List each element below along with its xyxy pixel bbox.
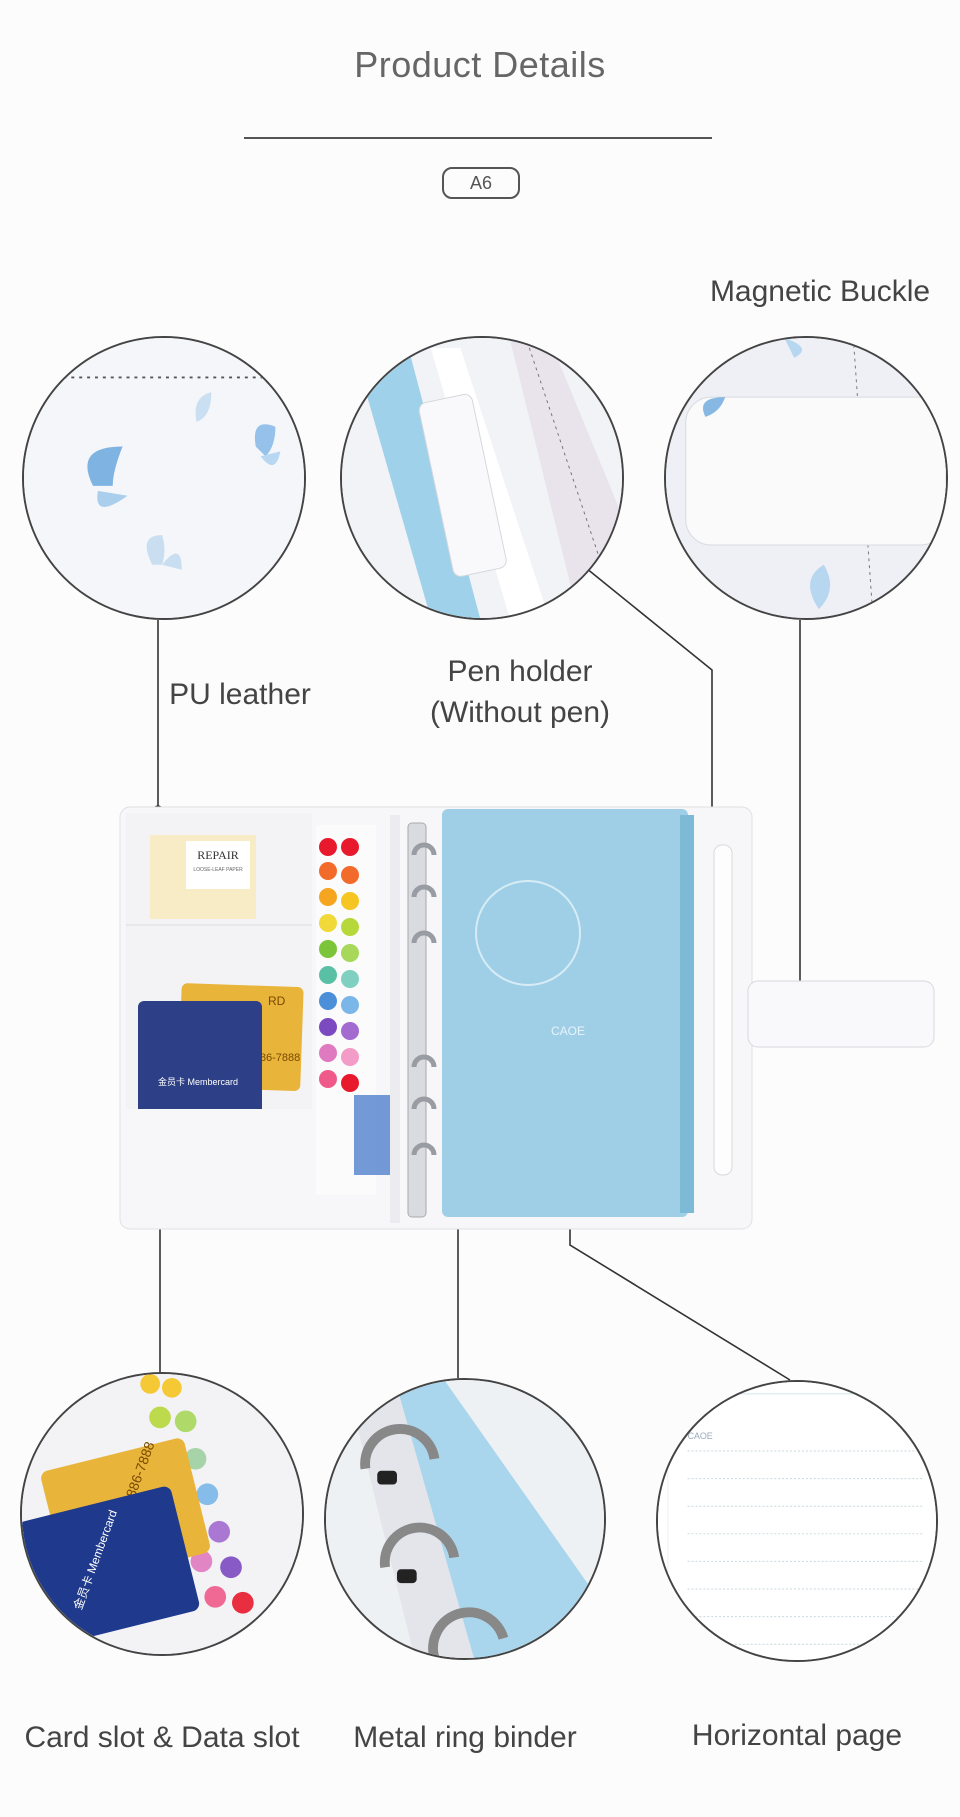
heart-stickers <box>319 838 359 1092</box>
detail-pu-leather <box>22 336 306 620</box>
label-horizontal-page: Horizontal page <box>691 1719 903 1752</box>
label-card-slot: Card slot & Data slot <box>24 1721 300 1754</box>
label-pu-leather: PU leather <box>169 678 311 711</box>
pen-holder-image <box>342 338 622 618</box>
metal-rings <box>411 842 437 1156</box>
buckle-strap <box>747 980 935 1048</box>
repair-sub-label: LOOSE-LEAF PAPER <box>193 867 243 873</box>
detail-pen-holder <box>340 336 624 620</box>
label-pen-holder-line2: (Without pen) <box>429 695 611 729</box>
notebook-brand: CAOE <box>551 1024 585 1038</box>
blue-card-text: 金员卡 Membercard <box>158 1076 238 1087</box>
title-divider <box>244 137 712 139</box>
blue-card <box>138 1001 262 1117</box>
notebook-cover <box>442 809 688 1217</box>
gold-card-text: RD <box>268 994 286 1008</box>
ring-binder-image <box>326 1380 604 1658</box>
horizontal-page-image: CAOE <box>658 1382 936 1660</box>
label-pen-holder: Pen holder (Without pen) <box>400 652 640 733</box>
label-magnetic-buckle: Magnetic Buckle <box>709 275 931 308</box>
page-title: Product Details <box>354 44 606 85</box>
size-badge: A6 <box>442 167 520 199</box>
repair-label: REPAIR <box>197 848 239 862</box>
detail-ring-binder <box>324 1378 606 1660</box>
magnetic-buckle-image <box>666 338 946 618</box>
pen <box>713 844 733 1176</box>
label-ring-binder: Metal ring binder <box>353 1721 577 1754</box>
label-pen-holder-line1: Pen holder <box>447 655 593 688</box>
card-slot-image: 0-886-7888 金员卡 Membercard <box>22 1374 302 1654</box>
detail-magnetic-buckle <box>664 336 948 620</box>
ring-rail <box>407 822 427 1218</box>
detail-horizontal-page: CAOE <box>656 1380 938 1662</box>
detail-card-slot: 0-886-7888 金员卡 Membercard <box>20 1372 304 1656</box>
binder-product-image: REPAIR LOOSE-LEAF PAPER RD 0-886-7888 金员… <box>119 806 935 1230</box>
page-brand: CAOE <box>688 1431 713 1441</box>
butterfly-pattern-image <box>24 338 304 618</box>
